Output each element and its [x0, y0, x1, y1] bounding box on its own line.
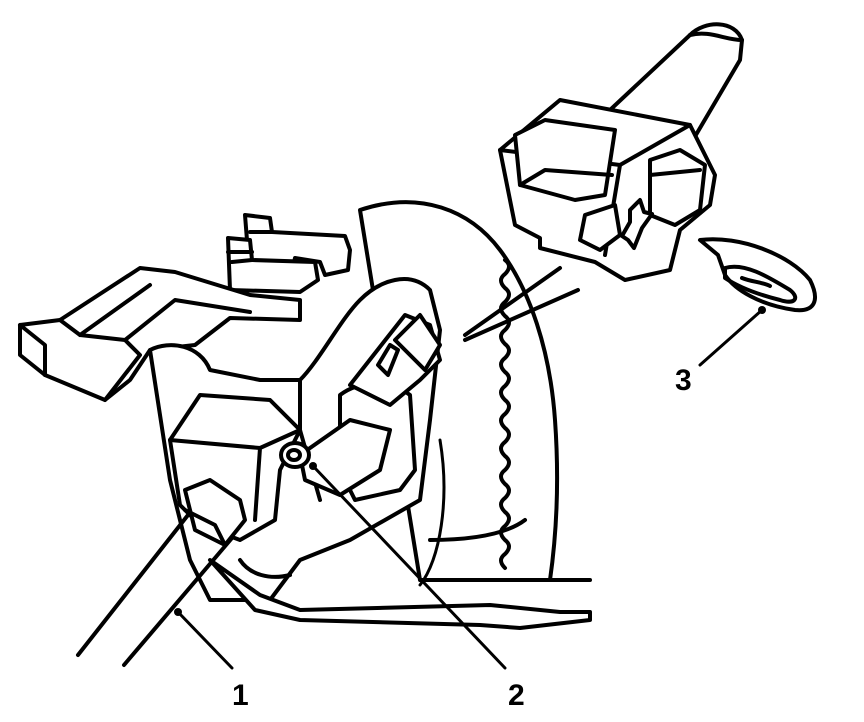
chevrolet-bowtie-logo: [620, 198, 654, 250]
callout-label-3: 3: [675, 364, 692, 397]
pin-screw: [279, 441, 317, 470]
leader-line-2: [311, 464, 507, 670]
lever-shaft: [76, 478, 247, 667]
callout-label-2: 2: [508, 679, 525, 712]
leader-line-1: [176, 610, 234, 670]
exploded-arrow: [463, 266, 580, 342]
callout-label-1: 1: [232, 679, 249, 712]
leader-lines: [176, 308, 764, 670]
leader-line-3: [698, 308, 764, 367]
switch-assembly: [498, 22, 744, 282]
retaining-clip: [698, 237, 817, 314]
